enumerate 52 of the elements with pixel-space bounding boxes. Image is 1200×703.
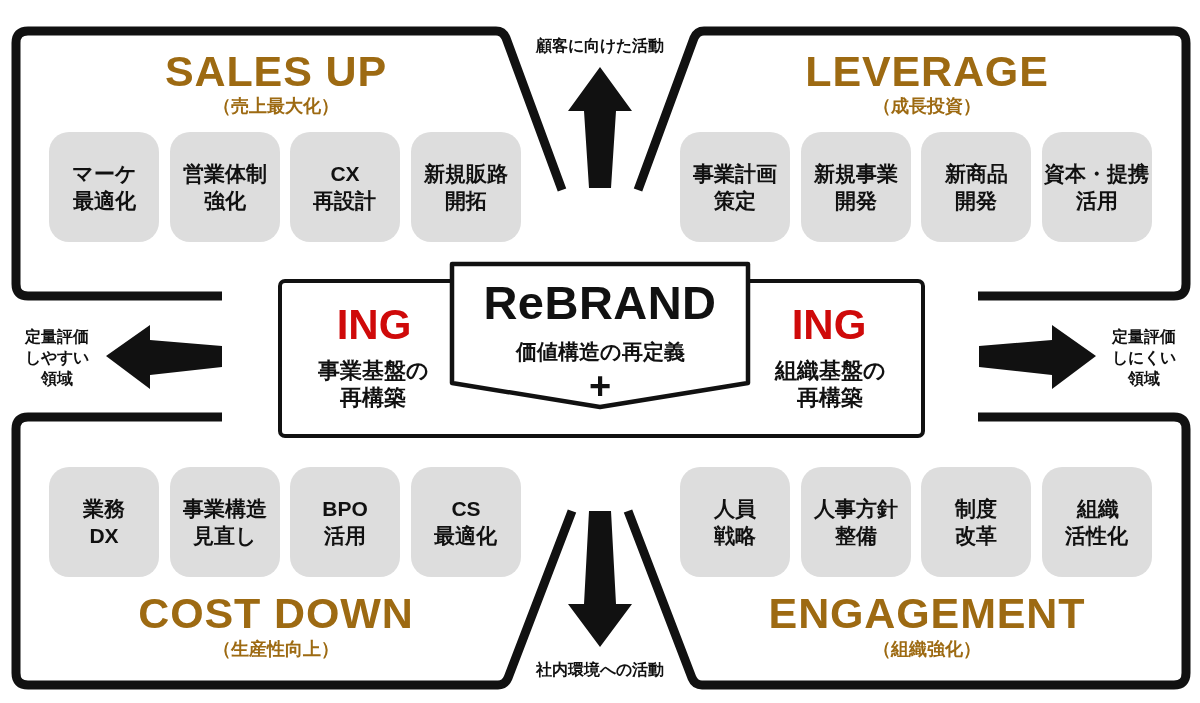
tile-label: 制度改革 (953, 496, 998, 549)
tile-label: マーケ最適化 (71, 161, 137, 214)
topic-tile (801, 467, 911, 577)
direction-label: 顧客に向けた活動 (536, 35, 664, 56)
topic-tile (921, 467, 1031, 577)
topic-tile (411, 132, 521, 242)
direction-label: 社内環境への活動 (536, 659, 664, 680)
section-title: ENGAGEMENT (768, 591, 1086, 635)
pentagon-banner (449, 261, 751, 410)
tile-label: 人員戦略 (713, 496, 757, 549)
tile-label: 新規販路開拓 (423, 161, 509, 214)
topic-tile (170, 467, 280, 577)
ing-description: 組織基盤の再構築 (773, 357, 887, 411)
tile-label: 新規事業開発 (813, 161, 899, 214)
topic-tile (49, 132, 159, 242)
tile-label: 業務DX (82, 496, 126, 549)
tile-label: 資本・提携活用 (1043, 161, 1150, 214)
banner-subtitle: 価値構造の再定義 (515, 340, 685, 362)
section-subtitle: （組織強化） (873, 640, 981, 658)
direction-label: 定量評価しやすい領域 (24, 326, 90, 389)
plus-sign: + (588, 367, 612, 405)
ing-heading: ING (336, 304, 412, 346)
section-title: SALES UP (165, 49, 387, 93)
ing-description: 事業基盤の再構築 (316, 357, 430, 411)
topic-tile (49, 467, 159, 577)
tile-label: CX再設計 (312, 161, 378, 214)
banner-title: ReBRAND (483, 278, 717, 326)
topic-tile (170, 132, 280, 242)
topic-tile (680, 132, 790, 242)
topic-tile (680, 467, 790, 577)
ing-heading: ING (791, 304, 867, 346)
topic-tile (1042, 132, 1152, 242)
topic-tile (1042, 467, 1152, 577)
section-subtitle: （生産性向上） (213, 640, 339, 658)
section-subtitle: （成長投資） (873, 97, 981, 115)
section-subtitle: （売上最大化） (213, 97, 339, 115)
tile-label: CS最適化 (433, 496, 499, 549)
section-title: LEVERAGE (805, 49, 1049, 93)
tile-label: BPO活用 (321, 496, 369, 549)
section-title: COST DOWN (138, 591, 414, 635)
tile-label: 新商品開発 (943, 161, 1009, 214)
tile-label: 事業構造見直し (182, 496, 268, 549)
direction-label: 定量評価しにくい領域 (1111, 326, 1177, 389)
topic-tile (411, 467, 521, 577)
topic-tile (290, 467, 400, 577)
tile-label: 人事方針整備 (813, 496, 899, 549)
topic-tile (290, 132, 400, 242)
topic-tile (801, 132, 911, 242)
topic-tile (921, 132, 1031, 242)
tile-label: 事業計画策定 (692, 161, 778, 214)
tile-label: 営業体制強化 (182, 161, 268, 214)
tile-label: 組織活性化 (1064, 496, 1129, 549)
